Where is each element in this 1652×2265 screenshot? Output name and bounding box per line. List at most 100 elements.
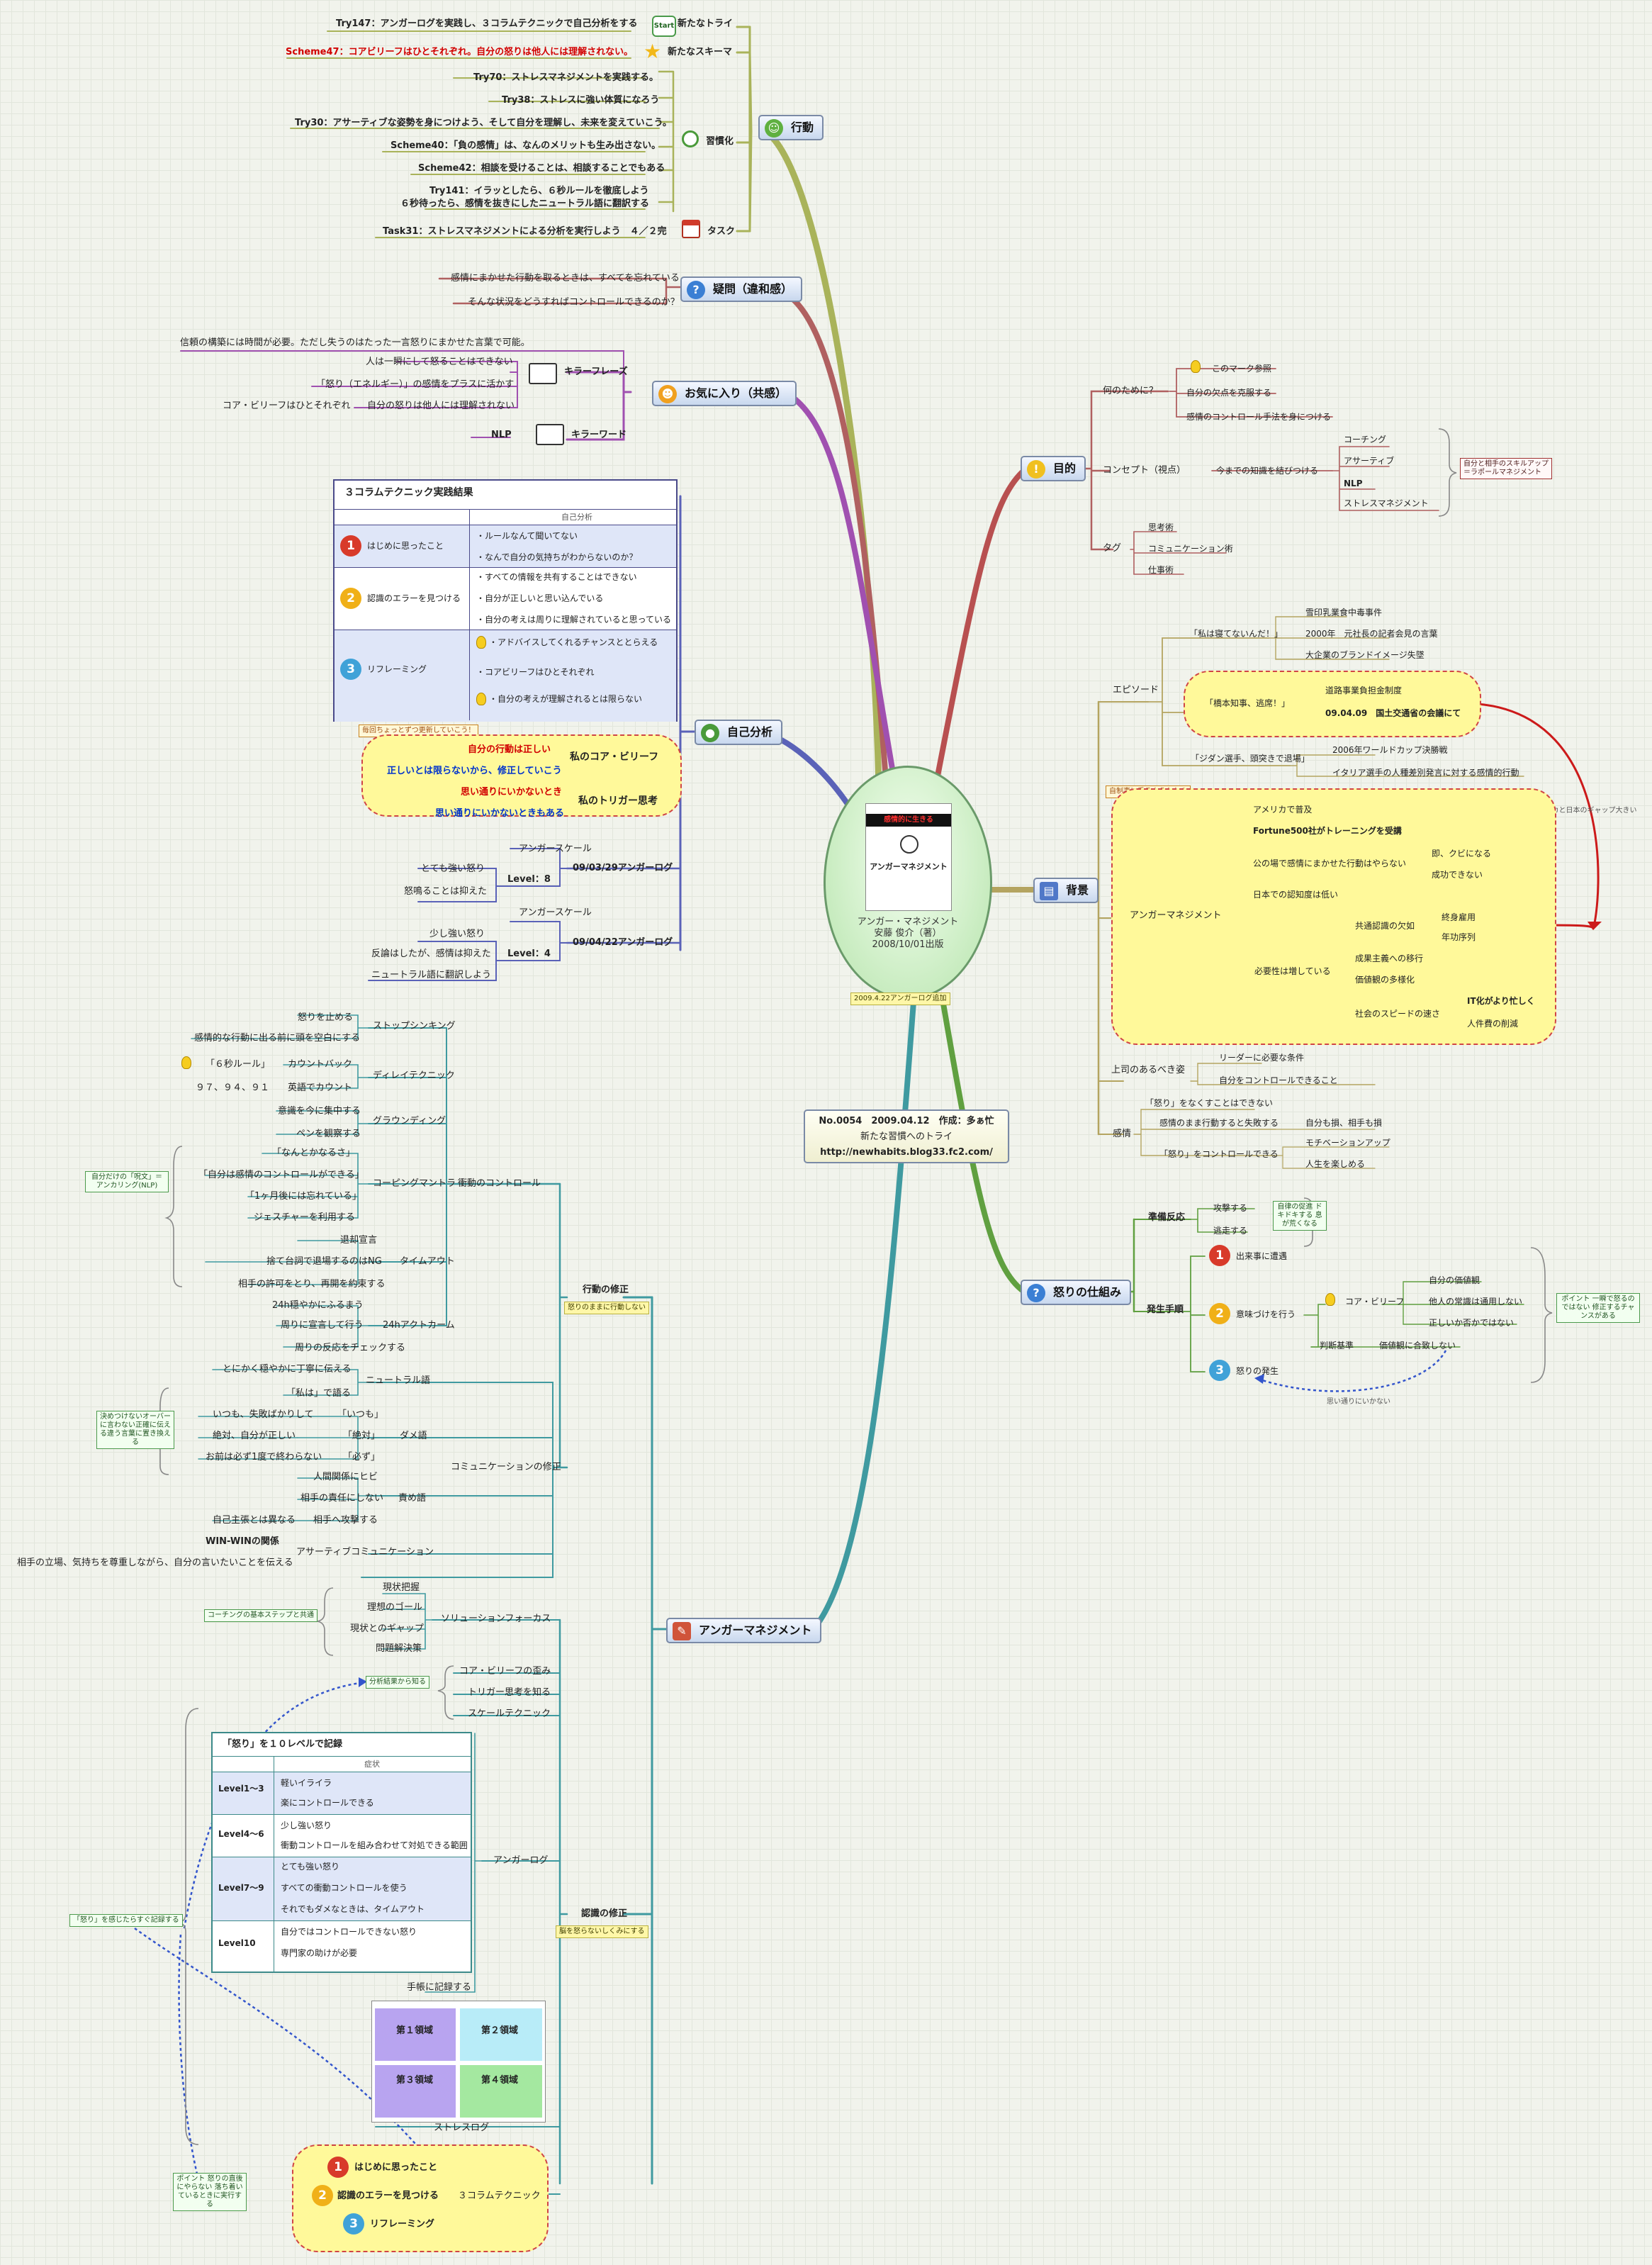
label-comm-fix[interactable]: コミュニケーションの修正 (451, 1462, 561, 1472)
three-col-2[interactable]: 認識のエラーを見つける (337, 2191, 439, 2201)
info-box[interactable]: No.0054 2009.04.12 作成：多ぁ忙 新たな習慣へのトライ htt… (804, 1109, 1009, 1163)
label-core-belief[interactable]: 私のコア・ビリーフ (570, 751, 659, 763)
purpose-concept-1[interactable]: 今までの知識を結びつける (1216, 466, 1319, 476)
anger-scale-1[interactable]: アンガースケール (519, 844, 592, 854)
anger-log-1[interactable]: 09/03/29アンガーログ (573, 863, 673, 873)
label-act-calm[interactable]: 24hアクトカーム (383, 1320, 455, 1331)
purpose-k4[interactable]: ストレスマネジメント (1344, 498, 1429, 508)
question-2[interactable]: そんな状況をどうすればコントロールできるのか？ (468, 297, 680, 308)
neutral-2[interactable]: 「私は」で語る (286, 1388, 352, 1399)
prep-1[interactable]: 攻撃する (1213, 1203, 1248, 1213)
episode-label[interactable]: エピソード (1113, 685, 1159, 695)
label-stop-thinking[interactable]: ストップシンキング (373, 1021, 456, 1031)
core-distortion[interactable]: コア・ビリーフの歪み (459, 1666, 551, 1677)
delay-2b[interactable]: 英語でカウント (288, 1083, 353, 1093)
solution-4[interactable]: 問題解決策 (376, 1643, 422, 1654)
purpose-tag[interactable]: タグ (1103, 543, 1122, 554)
am-1[interactable]: アメリカで普及 (1253, 805, 1313, 815)
label-coping-mantra[interactable]: コーピングマントラ (373, 1178, 456, 1189)
core-belief-1[interactable]: 自分の行動は正しい (468, 744, 551, 755)
am-3b[interactable]: 成功できない (1432, 870, 1483, 880)
emotion-label[interactable]: 感情 (1113, 1129, 1132, 1139)
leader-2[interactable]: 自分をコントロールできること (1219, 1075, 1338, 1085)
central-topic[interactable]: 感情的に生きる アンガーマネジメント アンガー・マネジメント 安藤 俊介（著） … (824, 766, 992, 1000)
label-scale-technique[interactable]: スケールテクニック (468, 1708, 551, 1719)
label-stress-log[interactable]: ストレスログ (434, 2123, 490, 2133)
dame-1-tag[interactable]: 「いつも」 (337, 1409, 384, 1420)
label-blame-words[interactable]: 責め語 (398, 1493, 427, 1504)
try30[interactable]: Try30：アサーティブな姿勢を身につけよう、そして自分を理解し、未来を変えてい… (295, 118, 672, 128)
am-label[interactable]: アンガーマネジメント (1130, 910, 1222, 921)
stop-2[interactable]: 感情的な行動に出る前に頭を空白にする (194, 1033, 361, 1044)
am-5d[interactable]: 社会のスピードの速さ (1355, 1009, 1441, 1019)
am-5b[interactable]: 成果主義への移行 (1355, 953, 1424, 963)
try141-line1[interactable]: Try141：イラッとしたら、６秒ルールを徹底しよう (429, 186, 649, 196)
am-5a2[interactable]: 年功序列 (1442, 932, 1476, 942)
ground-1[interactable]: 意識を今に集中する (278, 1106, 361, 1117)
label-anger-log[interactable]: アンガーログ (493, 1855, 549, 1866)
core-label[interactable]: コア・ビリーフ (1345, 1297, 1405, 1307)
purpose-k1[interactable]: コーチング (1344, 435, 1387, 444)
core-1[interactable]: 自分の価値観 (1429, 1275, 1480, 1285)
step-1[interactable]: 出来事に遭遇 (1236, 1251, 1288, 1261)
purpose-k2[interactable]: アサーティブ (1344, 456, 1395, 466)
episode-1a[interactable]: 雪印乳業食中毒事件 (1305, 608, 1383, 617)
label-task[interactable]: タスク (707, 226, 736, 237)
label-timeout[interactable]: タイムアウト (400, 1256, 455, 1267)
core-3[interactable]: 正しいか否かではない (1429, 1318, 1515, 1328)
purpose-w0[interactable]: このマーク参照 (1212, 364, 1272, 374)
prep-label[interactable]: 準備反応 (1148, 1212, 1186, 1223)
am-2[interactable]: Fortune500社がトレーニングを受講 (1253, 826, 1402, 836)
coping-3[interactable]: 「1ヶ月後には忘れている」 (245, 1191, 361, 1202)
three-col-3[interactable]: リフレーミング (370, 2219, 435, 2230)
topic-anger-management[interactable]: ✎アンガーマネジメント (666, 1618, 822, 1643)
topic-self-analysis[interactable]: ●自己分析 (695, 720, 783, 745)
coping-4[interactable]: ジェスチャーを利用する (254, 1212, 355, 1223)
trigger-2[interactable]: 思い通りにいかないときもある (435, 808, 565, 819)
label-neutral-words[interactable]: ニュートラル語 (366, 1375, 431, 1386)
label-nlp[interactable]: NLP (491, 430, 512, 440)
anger-log-2[interactable]: 09/04/22アンガーログ (573, 937, 673, 948)
episode-3[interactable]: 「ジダン選手、頭突きで退場」 (1191, 754, 1310, 764)
label-new-schema[interactable]: 新たなスキーマ (668, 47, 733, 57)
timeout-2[interactable]: 捨て台詞で退場するのはNG (266, 1256, 382, 1267)
episode-3a[interactable]: 2006年ワールドカップ決勝戦 (1332, 745, 1448, 755)
log2-level[interactable]: Level：4 (507, 949, 551, 959)
am-3a[interactable]: 即、クビになる (1432, 849, 1492, 859)
purpose-t1[interactable]: 思考術 (1148, 522, 1174, 532)
purpose-t2[interactable]: コミュニケーション術 (1148, 544, 1233, 554)
step-3[interactable]: 怒りの発生 (1236, 1366, 1279, 1376)
ground-2[interactable]: ペンを観察する (296, 1129, 361, 1139)
am-4[interactable]: 日本での認知度は低い (1253, 890, 1339, 900)
favorite-phrase-2[interactable]: 「怒り（エネルギー）」の感情をプラスに活かす (316, 379, 515, 390)
emotion-3a[interactable]: モチベーションアップ (1305, 1138, 1390, 1148)
try147[interactable]: Try147：アンガーログを実践し、３コラムテクニックで自己分析をする (336, 18, 638, 29)
solution-1[interactable]: 現状把握 (383, 1582, 420, 1593)
log1-note[interactable]: 怒鳴ることは抑えた (404, 886, 488, 897)
purpose-why[interactable]: 何のために？ (1103, 386, 1159, 396)
trigger-know[interactable]: トリガー思考を知る (468, 1687, 551, 1698)
label-three-column[interactable]: ３コラムテクニック (458, 2191, 541, 2201)
stop-1[interactable]: 怒りを止める (298, 1012, 354, 1023)
dame-2[interactable]: 絶対、自分が正しい (213, 1431, 296, 1441)
neutral-1[interactable]: とにかく穏やかに丁寧に伝える (223, 1364, 352, 1375)
label-behavior-fix[interactable]: 行動の修正 (583, 1285, 629, 1295)
label-cognition-fix[interactable]: 認識の修正 (581, 1908, 628, 1919)
dame-1[interactable]: いつも、失敗ばかりして (213, 1409, 314, 1420)
blame-3a[interactable]: 自己主張とは異なる (213, 1515, 296, 1526)
core-2[interactable]: 他人の常識は通用しない (1429, 1297, 1523, 1307)
assertive-1[interactable]: 相手の立場、気持ちを尊重しながら、自分の言いたいことを伝える (17, 1557, 293, 1568)
dame-3[interactable]: お前は必ず1度で終わらない (206, 1452, 322, 1463)
timeout-1[interactable]: 退却宣言 (340, 1235, 378, 1246)
am-5c[interactable]: 価値観の多様化 (1355, 975, 1415, 985)
leader-1[interactable]: リーダーに必要な条件 (1219, 1053, 1305, 1063)
label-new-try[interactable]: 新たなトライ (678, 18, 734, 29)
three-col-1[interactable]: はじめに思ったこと (354, 2162, 438, 2173)
coping-1[interactable]: 「なんとかなるさ」 (272, 1148, 356, 1158)
purpose-w2[interactable]: 感情のコントロール手法を身につける (1186, 412, 1332, 422)
log2-feel[interactable]: 少し強い怒り (429, 929, 485, 939)
core-belief-2[interactable]: 正しいとは限らないから、修正していこう (387, 766, 562, 776)
label-killer-phrase[interactable]: キラーフレーズ (564, 367, 628, 377)
topic-purpose[interactable]: !目的 (1021, 456, 1086, 481)
try70[interactable]: Try70：ストレスマネジメントを実践する。 (473, 72, 659, 83)
